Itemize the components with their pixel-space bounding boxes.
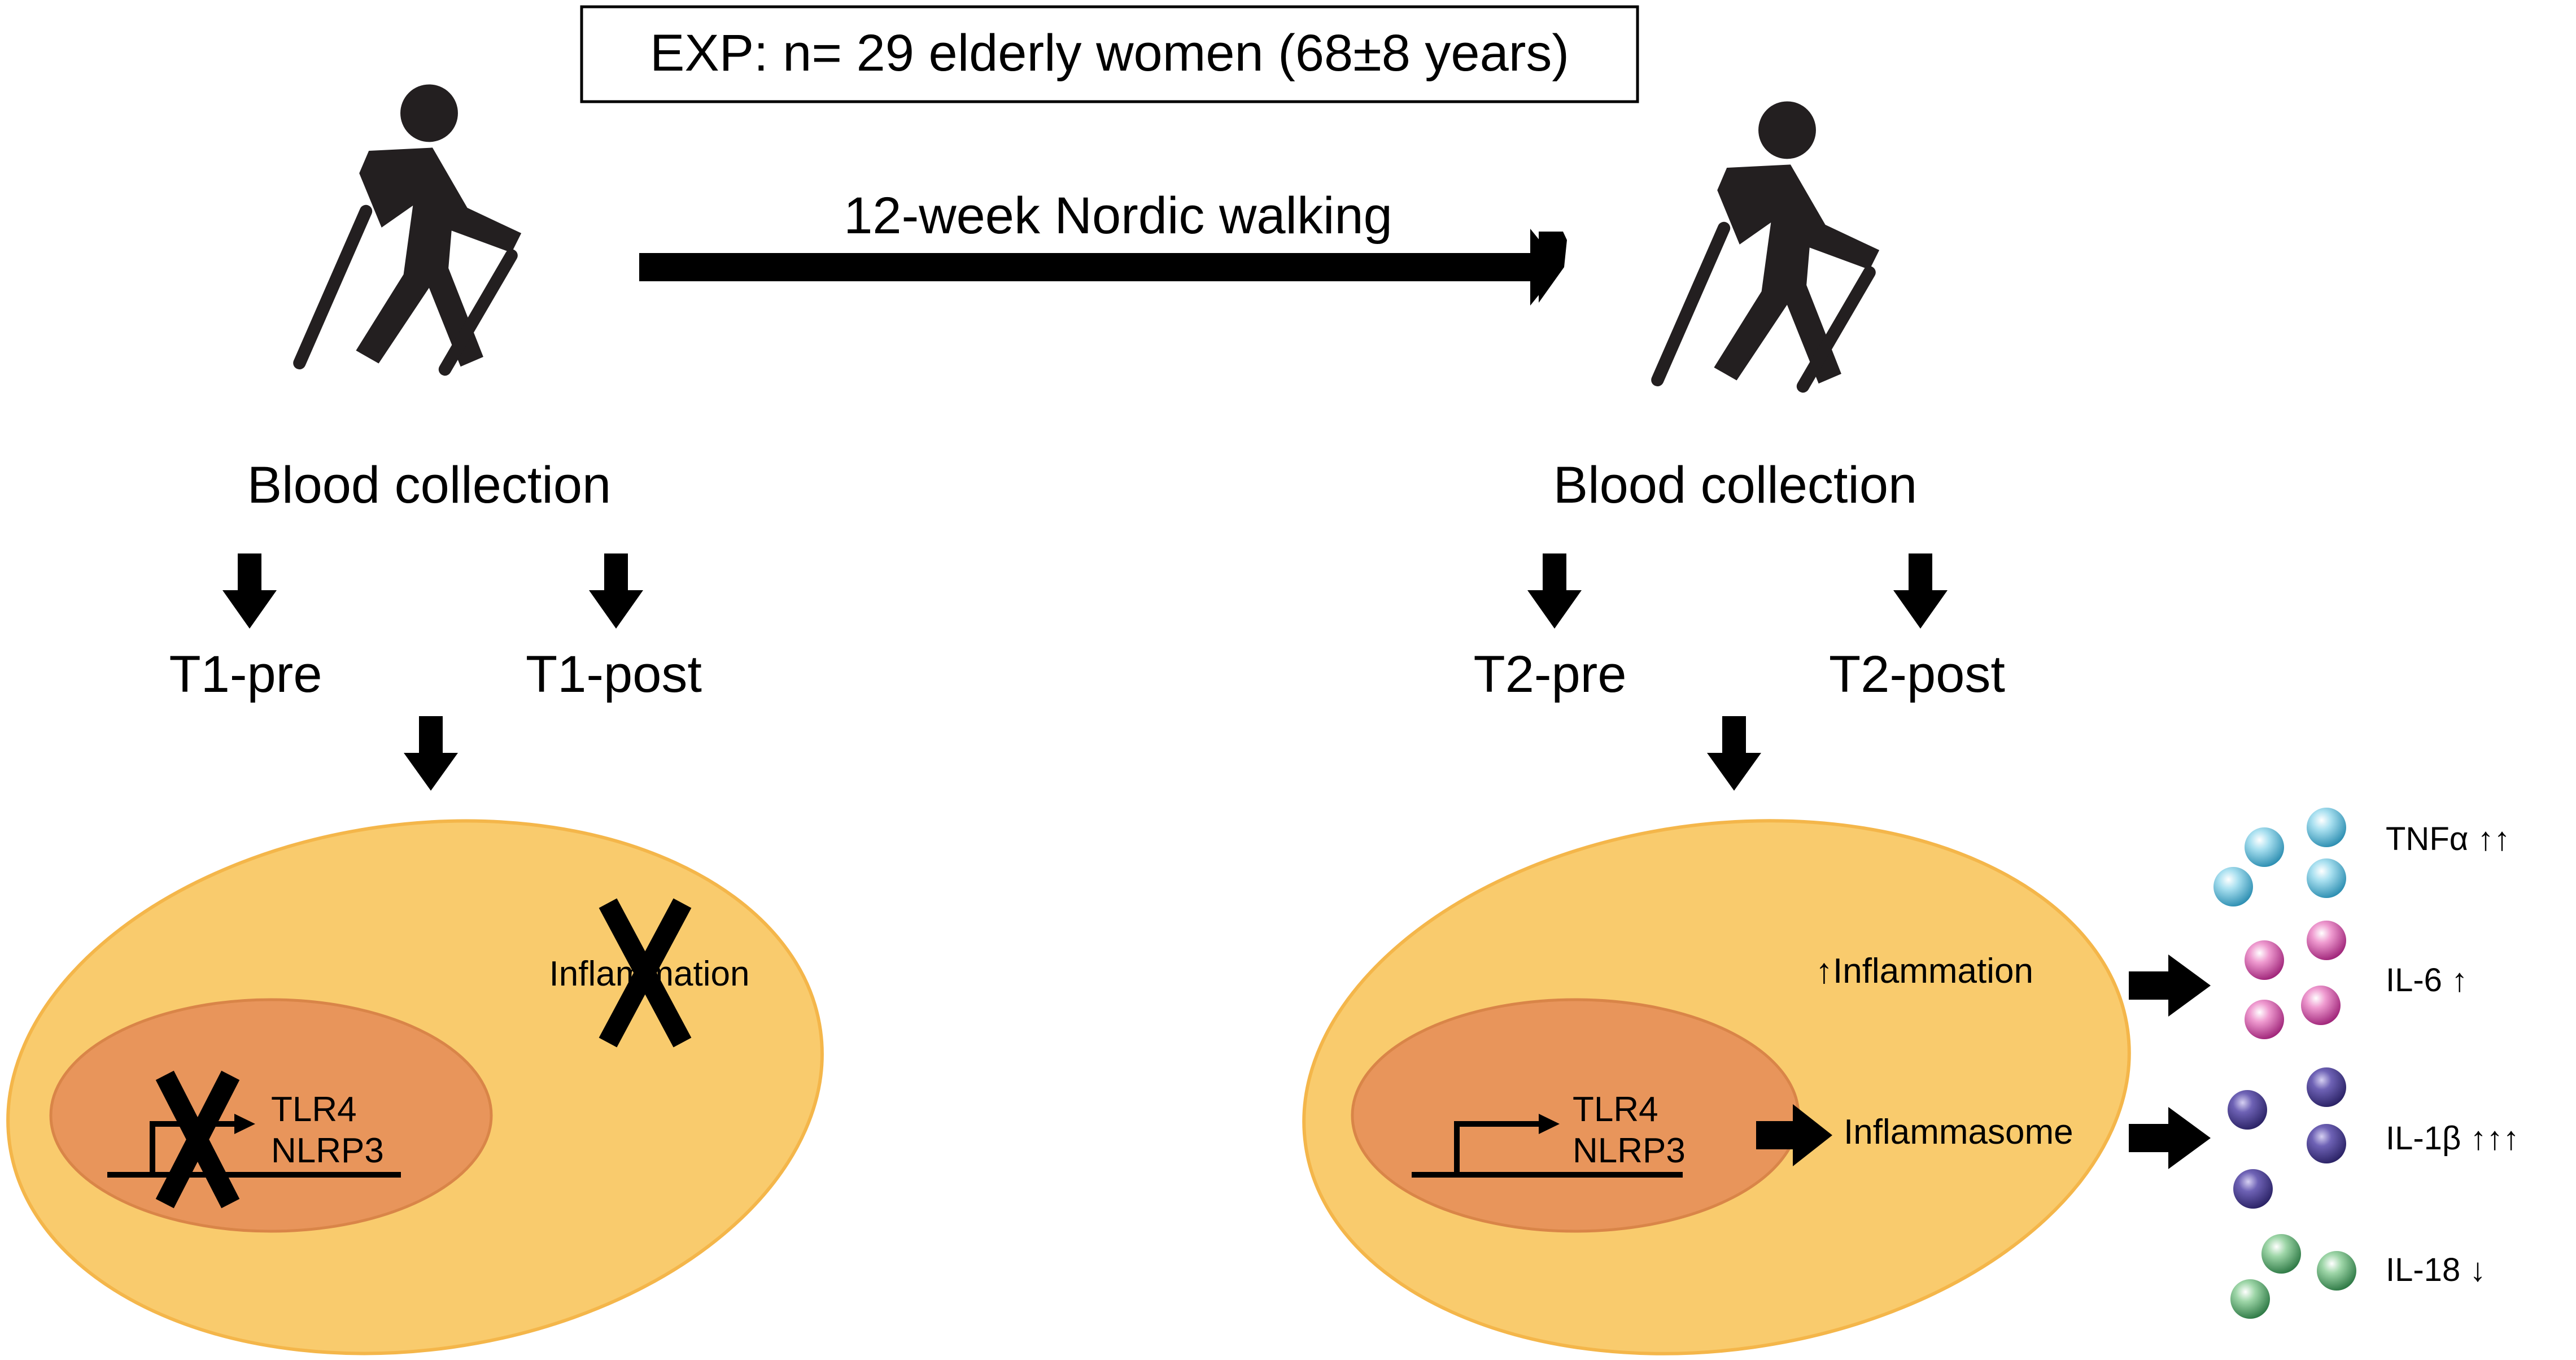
- phase2-inflammasome-label: Inflammasome: [1844, 1113, 2073, 1152]
- phase2-post-label: T2-post: [1829, 646, 2005, 703]
- cytokine-sphere: [2233, 1169, 2273, 1209]
- cytokine-name: TNFα: [2386, 821, 2468, 857]
- cytokine-sphere: [2317, 1251, 2356, 1291]
- cytokine-sphere: [2213, 867, 2253, 906]
- phase2-pre-arrow: [1527, 553, 1582, 629]
- phase1-pre-label: T1-pre: [169, 646, 322, 703]
- phase2-inflammation-text: Inflammation: [1833, 952, 2033, 991]
- cytokine-sphere: [2228, 1090, 2267, 1130]
- phase2-inflammation-up-icon: ↑: [1815, 952, 1833, 991]
- walker-figure-left: [299, 85, 521, 369]
- cytokine-label-il18: IL-18 ↓: [2386, 1252, 2486, 1288]
- cytokine-sphere: [2307, 1067, 2346, 1107]
- cytokine-sphere: [2245, 940, 2284, 980]
- cytokine-name: IL-6: [2386, 962, 2442, 999]
- cytokine-tnfa-group: [2213, 808, 2346, 906]
- phase1-blood-collection: Blood collection: [247, 456, 611, 514]
- cytokine-label-tnfa: TNFα ↑↑: [2386, 821, 2510, 857]
- phase1-inflammation-blocked-icon: [599, 898, 692, 1048]
- phase1-gene-nlrp3: NLRP3: [271, 1131, 384, 1170]
- experiment-label: EXP: n= 29 elderly women (68±8 years): [650, 24, 1569, 82]
- phase2-post-arrow: [1893, 553, 1948, 629]
- cytokine-name: IL-1β: [2386, 1120, 2461, 1157]
- phase1-post-arrow: [589, 553, 643, 629]
- phase1-gene-tlr4: TLR4: [271, 1090, 357, 1129]
- cytokine-sphere: [2261, 1234, 2301, 1274]
- phase2-gene-tlr4: TLR4: [1573, 1090, 1658, 1129]
- phase2-gene-nlrp3: NLRP3: [1573, 1131, 1686, 1170]
- walker-figure-right: [1657, 102, 1879, 386]
- cytokine-change-icon: ↓: [2469, 1252, 2486, 1288]
- cytokine-sphere: [2230, 1279, 2270, 1319]
- cytokine-sphere: [2307, 921, 2346, 960]
- phase1-cell: Inflammation TLR4 NLRP3: [6, 819, 824, 1355]
- experiment-header: EXP: n= 29 elderly women (68±8 years): [580, 5, 1639, 103]
- phase1-post-label: T1-post: [526, 646, 702, 703]
- inflammasome-secretion-arrow: [2129, 1107, 2211, 1169]
- phase2-cell: ↑Inflammation TLR4 NLRP3 Inflammasome: [1302, 819, 2131, 1355]
- cytokine-il6-group: [2245, 921, 2346, 1039]
- cytokine-il18-group: [2230, 1234, 2356, 1319]
- phase2-gene-promoter-icon: [1412, 1114, 1683, 1178]
- phase2-gene-to-inflammasome-arrow: [1756, 1104, 1832, 1166]
- cytokine-sphere: [2307, 1124, 2346, 1163]
- intervention-label: 12-week Nordic walking: [844, 187, 1392, 245]
- cytokine-sphere: [2307, 808, 2346, 847]
- phase2-blood-collection: Blood collection: [1553, 456, 1917, 514]
- cytokine-name: IL-18: [2386, 1252, 2460, 1288]
- phase2-pre-label: T2-pre: [1474, 646, 1627, 703]
- phase1-pre-arrow: [222, 553, 277, 629]
- inflammation-secretion-arrow: [2129, 954, 2211, 1017]
- cytokine-change-icon: ↑↑↑: [2470, 1120, 2519, 1157]
- cytokine-sphere: [2245, 1000, 2284, 1039]
- cytokine-sphere: [2245, 827, 2284, 867]
- phase2-inflammation-label: ↑Inflammation: [1815, 952, 2033, 991]
- intervention-arrow: [639, 229, 1567, 306]
- phase1-transcription-blocked-icon: [155, 1070, 240, 1209]
- cytokine-label-il6: IL-6 ↑: [2386, 962, 2468, 999]
- cytokine-change-icon: ↑↑: [2477, 821, 2510, 857]
- phase2-cell-arrow: [1707, 716, 1761, 791]
- cytokine-label-il1b: IL-1β ↑↑↑: [2386, 1120, 2519, 1157]
- cytokine-sphere: [2301, 986, 2341, 1025]
- cytokine-sphere: [2307, 858, 2346, 898]
- phase1-cell-arrow: [404, 716, 458, 791]
- cytokine-change-icon: ↑: [2451, 962, 2468, 999]
- cytokine-il1b-group: [2228, 1067, 2346, 1209]
